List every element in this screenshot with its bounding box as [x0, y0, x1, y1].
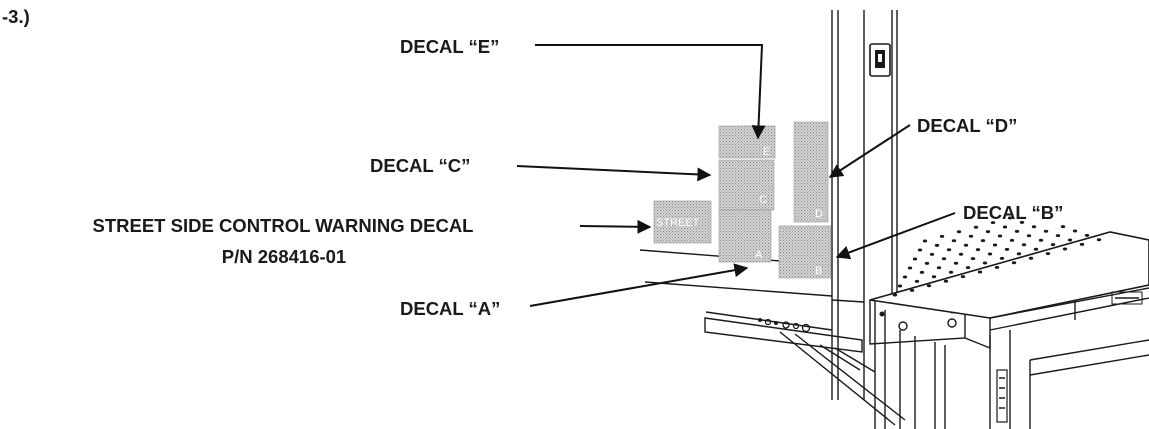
- perforation-dot: [934, 243, 940, 247]
- perforation-dot: [951, 239, 957, 243]
- leader-decal-d: [828, 124, 911, 178]
- perforation-dot: [912, 257, 918, 261]
- decal-e: E: [718, 125, 776, 159]
- perforation-dot: [977, 270, 983, 274]
- leader-decal-c: [516, 165, 712, 182]
- perforation-dot: [902, 275, 908, 279]
- perforation-dot: [982, 261, 988, 265]
- perforation-dot: [924, 261, 930, 265]
- decal-c: C: [718, 159, 775, 211]
- perforation-dot: [1096, 238, 1102, 242]
- perforation-dot: [931, 275, 937, 279]
- perforation-dot: [1055, 234, 1061, 238]
- perforation-dot: [1031, 225, 1037, 229]
- perforation-dot: [960, 275, 966, 279]
- perforation-dot: [992, 243, 998, 247]
- perforation-dot: [897, 284, 903, 288]
- callout-decal-c: DECAL “C”: [370, 155, 470, 176]
- leader-decal-a: [529, 263, 749, 307]
- figure-ref-text: -3.): [2, 6, 30, 27]
- perforation-dot: [1016, 252, 1022, 256]
- lift-structure: [639, 10, 1149, 429]
- perforation-dot: [892, 293, 898, 297]
- perforation-dot: [926, 284, 932, 288]
- bracket-bolts-icon: [758, 318, 811, 333]
- perforation-dot: [929, 252, 935, 256]
- perforation-dot: [907, 266, 913, 270]
- perforation-dot: [1007, 216, 1013, 220]
- callout-decal-a: DECAL “A”: [400, 298, 500, 319]
- perforation-dot: [1033, 247, 1039, 251]
- perforation-dot: [1043, 229, 1049, 233]
- perforation-dot: [1084, 233, 1090, 237]
- perforation-dot: [958, 252, 964, 256]
- platform-perforations: [892, 216, 1102, 297]
- perforation-dot: [917, 248, 923, 252]
- perforation-dot: [990, 221, 996, 225]
- perforation-dot: [968, 234, 974, 238]
- leader-decal-street: [579, 219, 652, 234]
- leader-decal-b: [835, 212, 956, 260]
- perforation-dot: [1014, 229, 1020, 233]
- perforation-dot: [1028, 256, 1034, 260]
- perforation-dot: [943, 279, 949, 283]
- perforation-dot: [1004, 247, 1010, 251]
- perforation-dot: [1038, 238, 1044, 242]
- callout-street-line2: P/N 268416-01: [222, 246, 346, 267]
- perforation-dot: [994, 265, 1000, 269]
- callout-decal-d: DECAL “D”: [917, 115, 1017, 136]
- callout-decal-b: DECAL “B”: [963, 202, 1063, 223]
- perforation-dot: [1072, 229, 1078, 233]
- perforation-dot: [965, 266, 971, 270]
- perforation-dot: [941, 257, 947, 261]
- perforation-dot: [1019, 220, 1025, 224]
- perforation-dot: [914, 279, 920, 283]
- perforation-dot: [987, 252, 993, 256]
- perforation-dot: [936, 266, 942, 270]
- decal-d-letter: D: [815, 208, 823, 220]
- perforation-dot: [980, 239, 986, 243]
- perforation-dot: [973, 225, 979, 229]
- decal-b-letter: B: [815, 265, 822, 277]
- perforation-dot: [909, 288, 915, 292]
- perforation-dot: [946, 248, 952, 252]
- decal-d: D: [793, 121, 829, 223]
- perforation-dot: [975, 248, 981, 252]
- perforation-dot: [1067, 238, 1073, 242]
- perforation-dot: [922, 239, 928, 243]
- perforation-dot: [997, 234, 1003, 238]
- perforation-dot: [1002, 225, 1008, 229]
- decal-a: A: [718, 209, 772, 263]
- decal-b: B: [778, 225, 832, 279]
- decal-e-letter: E: [763, 146, 770, 158]
- perforation-dot: [1021, 243, 1027, 247]
- perforation-dot: [1079, 242, 1085, 246]
- decal-a-letter: A: [755, 249, 763, 261]
- perforation-dot: [963, 243, 969, 247]
- decal-c-letter: C: [759, 194, 767, 206]
- perforation-dot: [1062, 247, 1068, 251]
- perforation-dot: [953, 261, 959, 265]
- leader-decal-e: [535, 44, 766, 140]
- switch-icon: [869, 43, 891, 77]
- perforation-dot: [919, 270, 925, 274]
- perforation-dot: [999, 256, 1005, 260]
- perforation-dot: [985, 230, 991, 234]
- decal-street-letter: STREET: [656, 217, 700, 229]
- leader-lines: [516, 44, 956, 307]
- perforation-dot: [1011, 261, 1017, 265]
- perforation-dot: [948, 270, 954, 274]
- perforation-dot: [956, 230, 962, 234]
- perforation-dot: [1060, 225, 1066, 229]
- perforation-dot: [970, 257, 976, 261]
- perforation-dot: [1050, 243, 1056, 247]
- perforation-dot: [939, 234, 945, 238]
- callout-decal-e: DECAL “E”: [400, 36, 499, 57]
- decal-street: STREET: [653, 200, 712, 244]
- perforation-dot: [1009, 238, 1015, 242]
- perforation-dot: [1045, 252, 1051, 256]
- callout-street-line1: STREET SIDE CONTROL WARNING DECAL: [93, 215, 474, 236]
- perforation-dot: [1026, 234, 1032, 238]
